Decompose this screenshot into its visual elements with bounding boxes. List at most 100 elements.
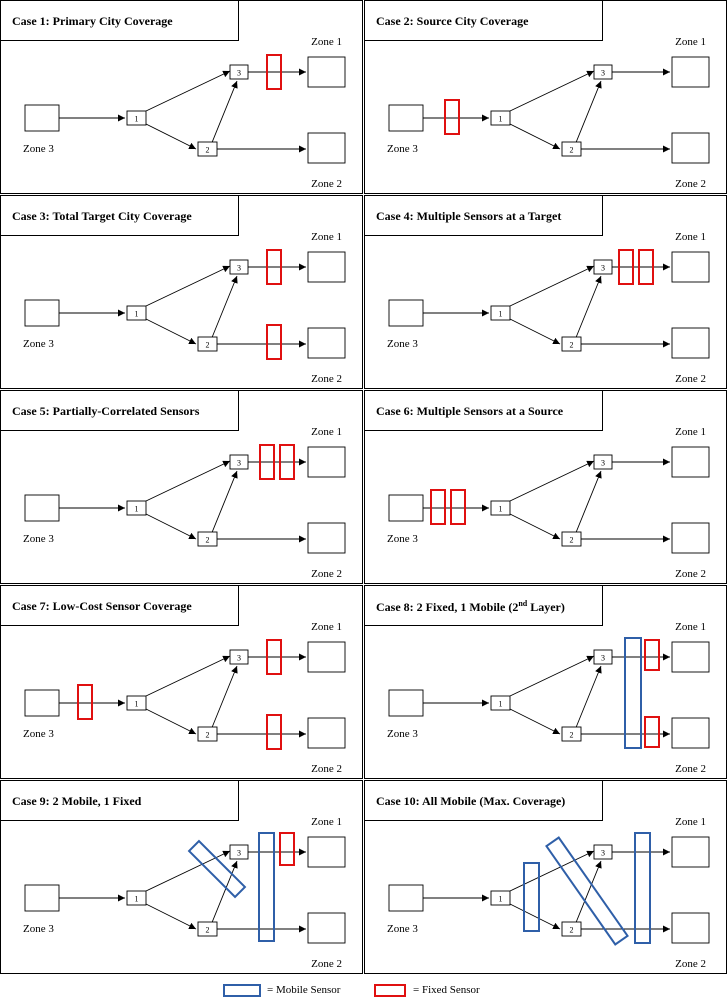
node-3-label: 3	[601, 69, 605, 78]
node-3-label: 3	[601, 264, 605, 273]
edge-node2-node3	[210, 665, 238, 731]
edge-node1-node3	[145, 70, 231, 112]
edge-node1-node2	[145, 318, 197, 345]
case-title-text: Case 1: Primary City Coverage	[12, 14, 173, 28]
zone-3-box	[24, 689, 60, 717]
node-1-box	[126, 110, 147, 126]
fixed-sensor-2	[450, 489, 466, 525]
edge-node1-node2	[145, 903, 197, 930]
edge-node1-node2	[509, 318, 561, 345]
zone-2-label: Zone 2	[675, 373, 706, 385]
node-1-label: 1	[135, 115, 139, 124]
node-1-box	[490, 695, 511, 711]
edge-node2-node3	[210, 80, 238, 146]
node-2-label: 2	[570, 146, 574, 155]
zone-2-box	[671, 132, 710, 164]
case-title: Case 3: Total Target City Coverage	[1, 196, 239, 236]
zone-3-box	[388, 494, 424, 522]
zone-2-label: Zone 2	[311, 958, 342, 970]
node-1-label: 1	[499, 115, 503, 124]
zone-1-box	[307, 836, 346, 868]
edge-node1-node3	[509, 265, 595, 307]
node-3-box	[593, 454, 613, 470]
node-1-label: 1	[135, 700, 139, 709]
zone-1-box	[671, 446, 710, 478]
node-2-label: 2	[570, 926, 574, 935]
edge-node1-node2	[509, 903, 561, 930]
edge-node1-node3	[145, 265, 231, 307]
zone-1-box	[671, 641, 710, 673]
node-1-box	[490, 890, 511, 906]
node-1-label: 1	[499, 310, 503, 319]
node-1-label: 1	[135, 310, 139, 319]
case-title: Case 4: Multiple Sensors at a Target	[365, 196, 603, 236]
case-title-text: Case 10: All Mobile (Max. Coverage)	[376, 794, 566, 808]
zone-2-box	[671, 912, 710, 944]
edge-node2-node3	[210, 470, 238, 536]
fixed-sensor-1	[259, 444, 275, 480]
zone-1-label: Zone 1	[311, 426, 342, 438]
node-2-box	[561, 336, 582, 352]
legend: = Mobile Sensor = Fixed Sensor	[0, 975, 727, 1000]
case-title-text: Case 3: Total Target City Coverage	[12, 209, 192, 223]
zone-3-box	[388, 104, 424, 132]
node-3-box	[229, 844, 249, 860]
edge-node1-node2	[509, 513, 561, 540]
node-3-box	[229, 454, 249, 470]
edge-node1-node2	[145, 123, 197, 150]
edge-node2-node3	[574, 470, 602, 536]
case-title: Case 7: Low-Cost Sensor Coverage	[1, 586, 239, 626]
edge-node1-node2	[145, 708, 197, 735]
node-3-label: 3	[237, 69, 241, 78]
case-title: Case 2: Source City Coverage	[365, 1, 603, 41]
case-title: Case 9: 2 Mobile, 1 Fixed	[1, 781, 239, 821]
fixed-sensor-2	[266, 639, 282, 675]
zone-3-label: Zone 3	[23, 728, 54, 740]
zone-1-label: Zone 1	[675, 426, 706, 438]
zone-1-box	[671, 56, 710, 88]
fixed-sensor-1	[430, 489, 446, 525]
zone-3-box	[388, 884, 424, 912]
edge-node2-node3	[210, 275, 238, 341]
case-title-text: Case 6: Multiple Sensors at a Source	[376, 404, 564, 418]
case-title-text: Case 9: 2 Mobile, 1 Fixed	[12, 794, 142, 808]
node-3-label: 3	[237, 459, 241, 468]
case-title-text: Case 4: Multiple Sensors at a Target	[376, 209, 562, 223]
node-3-label: 3	[601, 459, 605, 468]
node-2-box	[561, 921, 582, 937]
zone-3-label: Zone 3	[23, 143, 54, 155]
node-2-box	[197, 726, 218, 742]
node-3-label: 3	[237, 264, 241, 273]
node-3-box	[593, 649, 613, 665]
fixed-sensor-3	[266, 714, 282, 750]
zone-2-label: Zone 2	[311, 373, 342, 385]
node-2-label: 2	[206, 731, 210, 740]
zone-2-label: Zone 2	[675, 763, 706, 775]
node-1-label: 1	[499, 700, 503, 709]
node-2-label: 2	[570, 341, 574, 350]
zone-1-box	[671, 836, 710, 868]
zone-2-label: Zone 2	[311, 568, 342, 580]
zone-3-label: Zone 3	[387, 533, 418, 545]
edge-node1-node3	[145, 655, 231, 697]
case-panel-6: Case 6: Multiple Sensors at a Source Zon…	[364, 390, 727, 584]
zone-3-label: Zone 3	[387, 728, 418, 740]
zone-2-box	[307, 522, 346, 554]
zone-1-label: Zone 1	[675, 621, 706, 633]
case-title-text: Case 5: Partially-Correlated Sensors	[12, 404, 200, 418]
edge-node1-node3	[145, 460, 231, 502]
node-3-label: 3	[237, 849, 241, 858]
zone-3-label: Zone 3	[387, 143, 418, 155]
node-1-box	[126, 890, 147, 906]
node-1-box	[126, 305, 147, 321]
node-3-box	[229, 64, 249, 80]
case-title: Case 5: Partially-Correlated Sensors	[1, 391, 239, 431]
mobile-sensor-3	[634, 832, 651, 944]
